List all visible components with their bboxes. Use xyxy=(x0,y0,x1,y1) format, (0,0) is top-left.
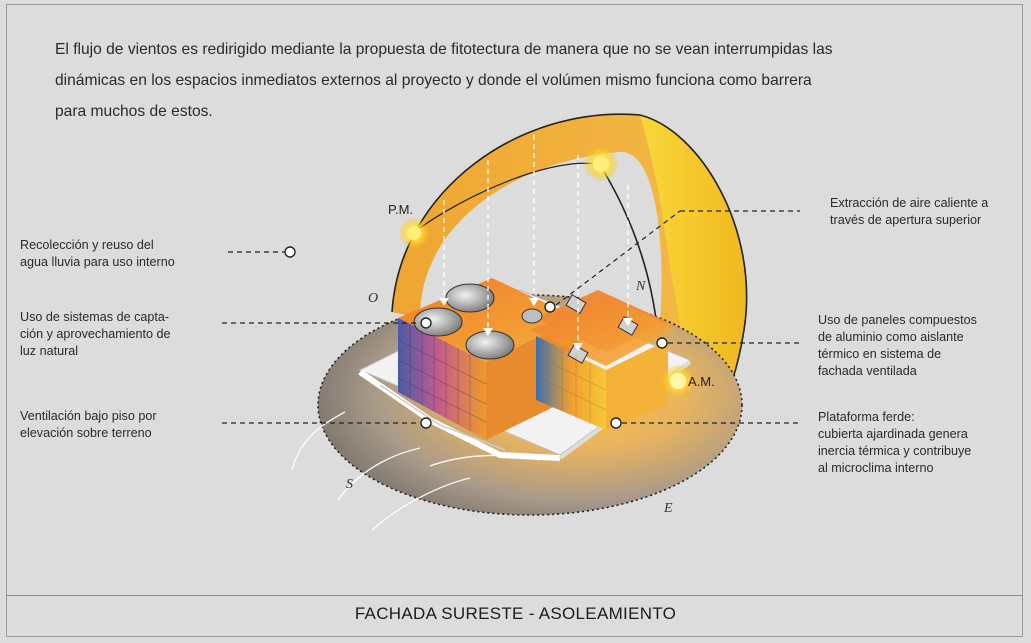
sun-am-icon xyxy=(661,364,695,398)
am-label: A.M. xyxy=(688,374,715,389)
label-hot-air-extraction: Extracción de aire caliente a través de … xyxy=(830,196,989,227)
label-natural-light: Uso de sistemas de capta- ción y aprovec… xyxy=(20,310,171,358)
intro-line-3: para muchos de estos. xyxy=(55,103,213,120)
footer-title: FACHADA SURESTE - ASOLEAMIENTO xyxy=(354,604,677,623)
diagram-frame xyxy=(6,4,1023,637)
sun-rays xyxy=(443,135,629,345)
label-underfloor-ventilation: Ventilación bajo piso por elevación sobr… xyxy=(20,409,157,440)
intro-line-2: dinámicas en los espacios inmediatos ext… xyxy=(55,72,812,89)
south-label: S xyxy=(346,477,353,492)
label-green-platform: Plataforma ferde: cubierta ajardinada ge… xyxy=(818,410,972,475)
label-aluminum-panels: Uso de paneles compuestos de aluminio co… xyxy=(818,313,977,378)
intro-line-1: El flujo de vientos es redirigido median… xyxy=(55,41,833,58)
wind-arrows xyxy=(291,411,541,531)
leader-markers xyxy=(284,246,668,429)
footer-divider xyxy=(6,595,1023,596)
leader-lines xyxy=(222,210,800,424)
intro-paragraph: El flujo de vientos es redirigido median… xyxy=(55,34,985,127)
north-label: N xyxy=(635,279,646,294)
label-rain-collection: Recolección y reuso del agua lluvia para… xyxy=(20,238,175,269)
east-label: E xyxy=(663,501,673,516)
sun-pm-icon xyxy=(398,217,430,249)
west-label: O xyxy=(368,291,378,306)
pm-label: P.M. xyxy=(388,202,413,217)
sun-noon-icon xyxy=(583,146,619,182)
